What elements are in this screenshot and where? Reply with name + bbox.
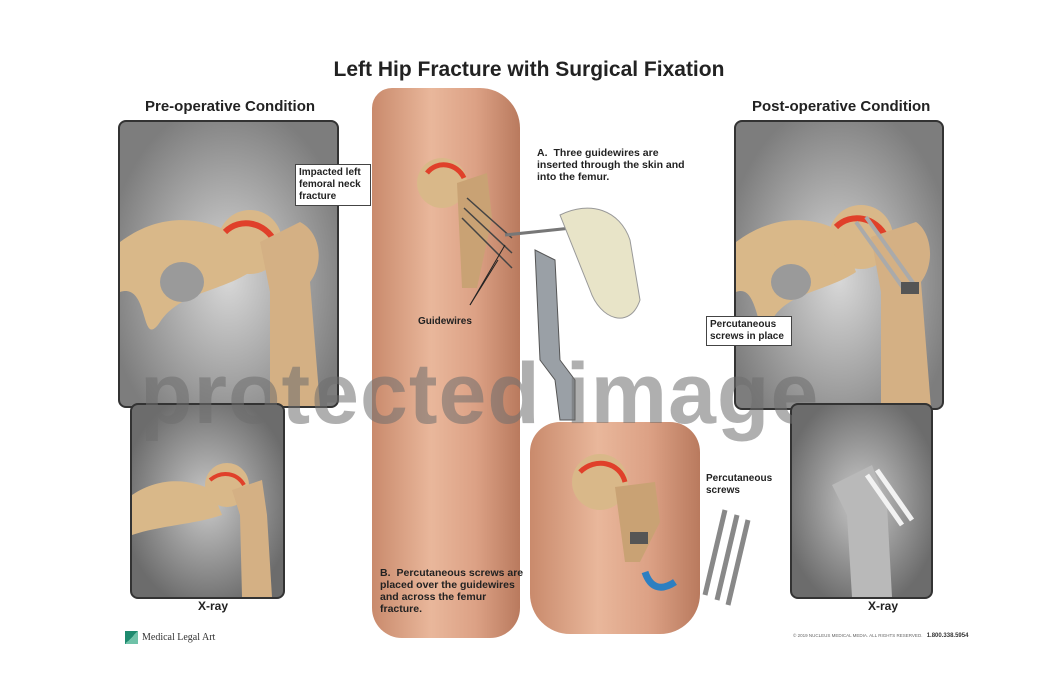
screw-placement-inset	[530, 422, 700, 634]
step-a-description: Three guidewires are inserted through th…	[537, 147, 685, 183]
step-b-description: Percutaneous screws are placed over the …	[380, 567, 524, 615]
xray-screws-drawing	[832, 465, 915, 597]
logo: Medical Legal Art	[125, 631, 215, 644]
logo-text: Medical Legal Art	[142, 632, 216, 643]
pre-op-heading: Pre-operative Condition	[145, 98, 316, 115]
step-a-text: A.Three guidewires are inserted through …	[537, 147, 697, 183]
pre-op-xray-panel	[130, 403, 285, 599]
watermark: protected image	[140, 346, 820, 442]
step-b-text: B.Percutaneous screws are placed over th…	[380, 567, 530, 615]
post-op-xray-label: X-ray	[868, 599, 899, 613]
leg-illustration	[372, 88, 520, 638]
step-b-letter: B.	[380, 567, 391, 579]
copyright: © 2019 NUCLEUS MEDICAL MEDIA. ALL RIGHTS…	[793, 633, 968, 639]
fixed-hip-drawing	[736, 205, 931, 408]
pre-op-xray-label: X-ray	[198, 599, 229, 613]
xray-hip-drawing	[132, 463, 272, 597]
pre-op-callout: Impacted left femoral neck fracture	[295, 164, 371, 206]
step-a-letter: A.	[537, 147, 548, 159]
femur-guidewire-drawing	[417, 158, 513, 288]
screw-femur-drawing	[572, 454, 677, 591]
post-op-xray-panel	[790, 403, 933, 599]
copyright-text: © 2019 NUCLEUS MEDICAL MEDIA. ALL RIGHTS…	[793, 633, 923, 638]
post-op-heading: Post-operative Condition	[752, 98, 931, 115]
post-op-panel	[734, 120, 944, 410]
logo-icon	[125, 631, 138, 644]
screws-label: Percutaneous screws	[706, 473, 773, 496]
guidewires-label: Guidewires	[418, 316, 472, 327]
hip-bone-drawing	[120, 210, 320, 406]
phone-number: 1.800.338.5954	[926, 633, 969, 639]
post-op-callout: Percutaneous screws in place	[706, 316, 792, 346]
page-title: Left Hip Fracture with Surgical Fixation	[333, 58, 725, 81]
